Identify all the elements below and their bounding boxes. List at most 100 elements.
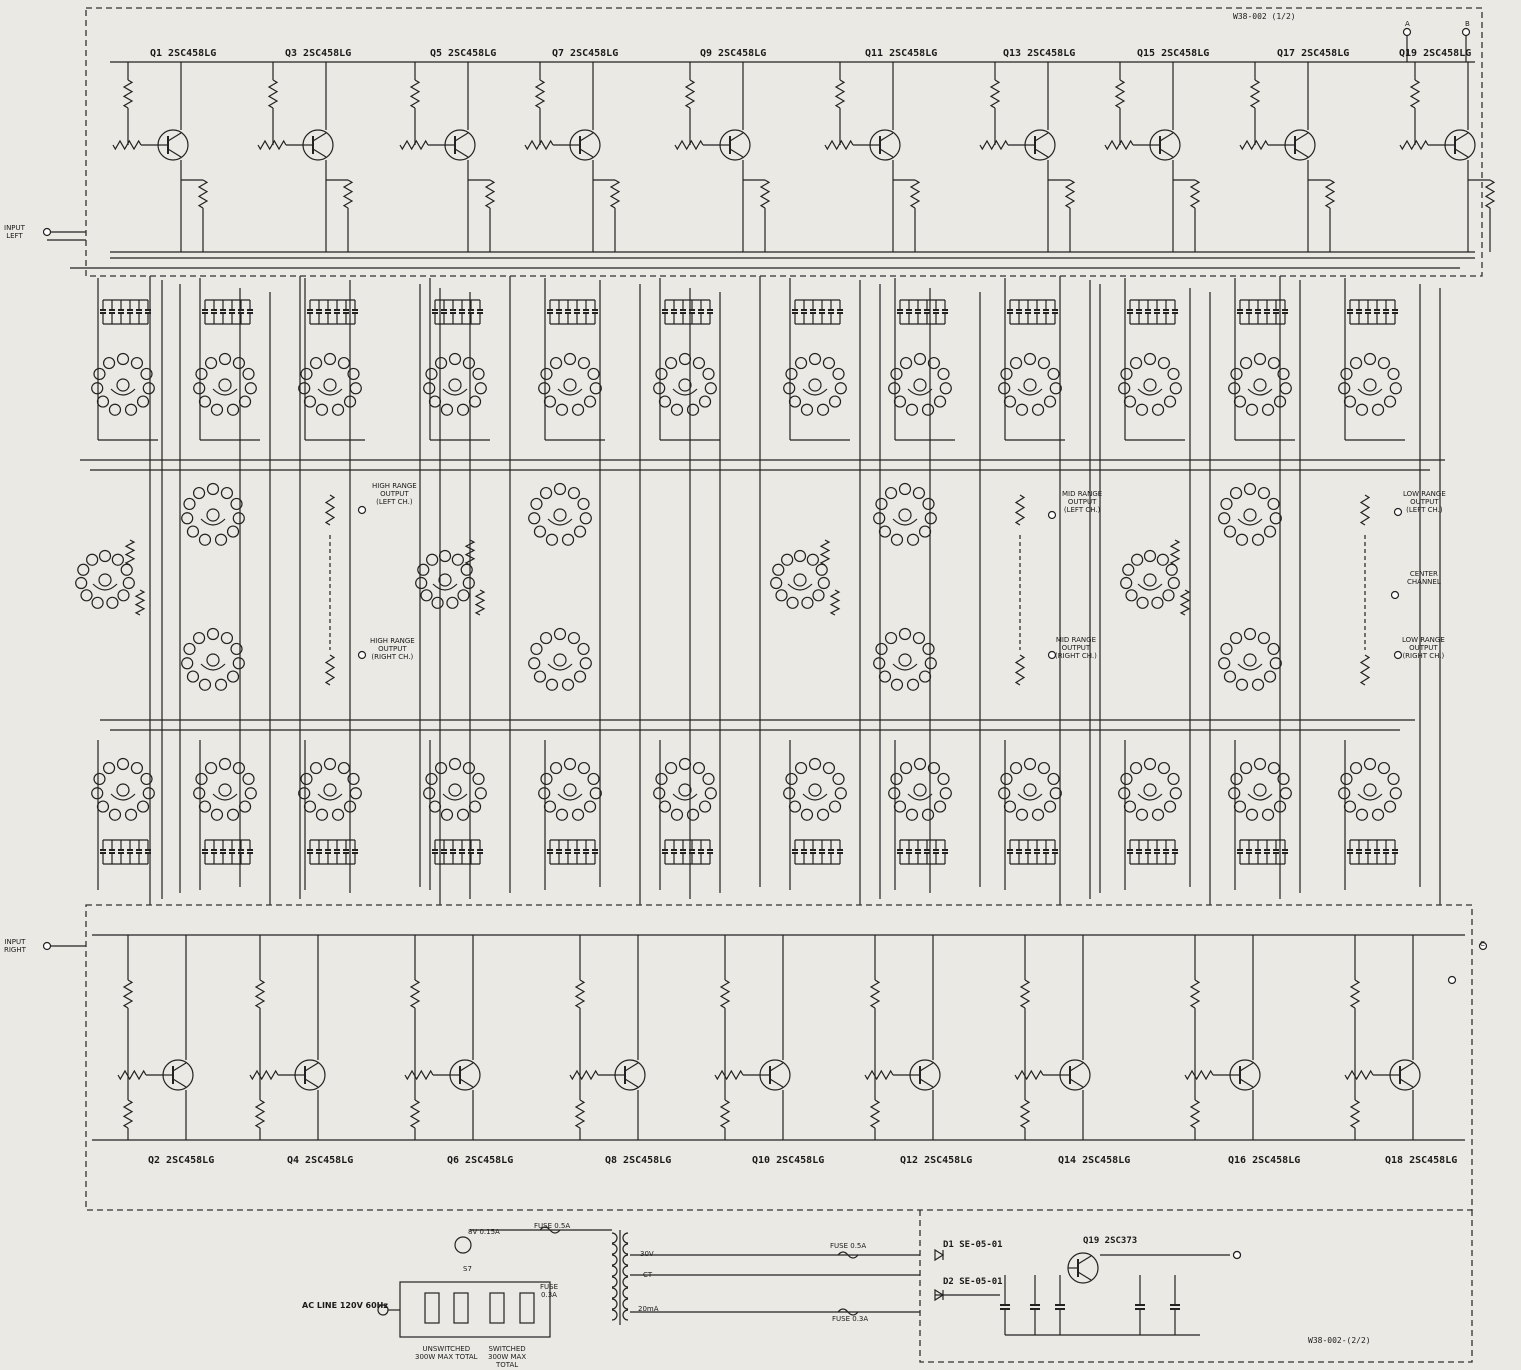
switch-contact [1143,757,1157,771]
switch-contact [120,563,133,576]
switch-contact [1157,356,1171,370]
switch-contact [1228,787,1241,800]
switch-hub [1023,378,1037,392]
switch-contact [93,367,106,381]
resistor [609,179,621,209]
resistor [124,539,136,566]
switch-contact [545,678,559,691]
switch-contact [206,627,220,641]
switch-contact [1279,382,1292,395]
switch-contact [788,395,802,408]
switch-contact [1129,356,1143,370]
switch-contact [899,356,913,370]
top-transistor-label: Q19 2SC458LG [1399,48,1472,59]
terminal-node [42,227,52,237]
switch-contact [1163,800,1177,813]
terminal-node [1047,510,1057,520]
switch-wiper [787,583,813,591]
output-label-mid-left: MID RANGE OUTPUT (LEFT CH.) [1062,490,1103,514]
resistor [864,1069,894,1081]
pilot-lamp-label: 8V 0.15A [468,1228,500,1236]
transformer-winding [622,1309,629,1321]
terminal-c: C [1480,940,1485,948]
terminal-node [1447,975,1457,985]
resistor [342,179,354,209]
switch-contact [1223,670,1237,683]
switch-contact [102,356,116,370]
switch-contact [772,563,785,576]
switch-contact [462,356,476,370]
switch-contact [1340,367,1353,381]
resistor [464,539,476,566]
switch-contact [653,787,666,800]
switch-contact [140,772,153,786]
switch-contact [142,382,155,395]
switch-contact [232,657,245,670]
transistor-emitter [312,148,327,158]
terminal-node [42,941,52,951]
transistor-emitter [1159,148,1174,158]
switch-contact [1277,772,1290,786]
switch-contact [921,403,935,416]
ac-plug [377,1304,389,1316]
switched-outlet-label: SWITCHED 300W MAX TOTAL [488,1345,527,1369]
switch-contact [786,596,799,609]
terminal-node [1393,650,1403,660]
switch-hub [323,783,337,797]
pilot-lamp [454,1236,472,1254]
fuse-1-label: FUSE 0.5A [830,1242,867,1250]
switch-contact [198,678,212,691]
resistor [249,1069,279,1081]
transistor-emitter [579,148,594,158]
transistor-collector [454,132,469,142]
switch-contact [1273,395,1287,408]
switch-contact [770,576,783,590]
switch-contact [1383,395,1397,408]
switch-hub [1143,573,1157,587]
switch-contact [220,486,234,500]
switch-contact [815,563,828,576]
switch-contact [1122,563,1135,576]
resistor [1484,179,1496,209]
switch-wiper [907,793,933,801]
transistor-emitter [624,1078,639,1088]
switch-contact [77,563,90,576]
switch-contact [1263,670,1277,683]
transformer-winding [611,1232,618,1244]
switch-contact [583,800,597,813]
switch-contact [540,772,553,786]
switch-contact [1230,772,1243,786]
switch-contact [244,382,257,395]
switch-contact [1269,657,1282,670]
switch-contact [108,403,122,416]
switch-contact [678,757,692,771]
switch-contact [785,772,798,786]
switch-wiper [547,518,573,526]
switch-contact [579,657,592,670]
switch-contact [1143,352,1157,366]
switch-contact [238,800,252,813]
switch-contact [873,512,886,525]
switch-contact [906,533,920,546]
switch-hub [553,508,567,522]
switch-hub [218,783,232,797]
switch-contact [1261,403,1275,416]
switch-contact [567,486,581,500]
top-board-outline [85,7,1483,277]
transformer-winding [622,1287,629,1299]
resistor [134,589,146,616]
switch-hub [206,653,220,667]
switch-contact [589,787,602,800]
switch-contact [1229,486,1243,500]
resistor [719,979,731,1009]
output-label-high-right: HIGH RANGE OUTPUT (RIGHT CH.) [370,637,415,661]
switch-wiper [110,793,136,801]
switch-contact [828,800,842,813]
switch-contact [702,772,715,786]
switch-wiper [1137,583,1163,591]
switch-hub [913,783,927,797]
switch-contact [905,808,919,821]
switch-contact [102,761,116,775]
resistor [122,79,134,109]
